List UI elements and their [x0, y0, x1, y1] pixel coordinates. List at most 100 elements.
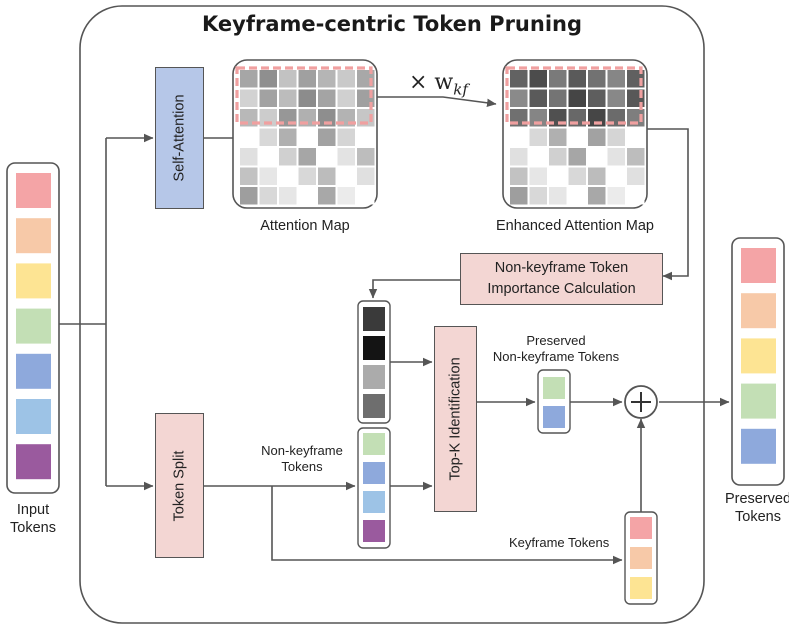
attention-map-cell — [318, 148, 336, 166]
enhanced-attention-map-cell — [549, 187, 567, 205]
non-keyframe-token-blue — [363, 462, 385, 484]
attention-map-cell — [259, 89, 277, 107]
enhanced-attention-map-cell — [627, 167, 645, 185]
enhanced-keyframe-rows-highlight — [505, 66, 643, 125]
attention-map-cell — [279, 89, 297, 107]
attention-map-cell — [298, 148, 316, 166]
attention-map-cell — [318, 70, 336, 88]
preserved-tokens-label: Preserved Tokens — [713, 490, 789, 526]
preserved-tokens-line2: Tokens — [735, 509, 781, 525]
enhanced-attention-map-cell — [529, 70, 547, 88]
attention-map-cell — [259, 128, 277, 146]
input-token-green — [16, 308, 51, 344]
attention-map-cell — [318, 187, 336, 205]
importance-score-2 — [363, 336, 385, 360]
importance-score-3 — [363, 365, 385, 389]
enhanced-attention-map-cell — [627, 128, 645, 146]
attention-map-cell — [298, 89, 316, 107]
importance-calculation-block: Non-keyframe Token Importance Calculatio… — [460, 253, 663, 305]
non-keyframe-token-green — [363, 433, 385, 455]
non-keyframe-tokens-line1: Non-keyframe — [261, 443, 343, 458]
attention-map-cell — [298, 187, 316, 205]
attention-map-cell — [259, 167, 277, 185]
keyframe-token-orange — [630, 547, 652, 569]
attention-map-cell — [298, 70, 316, 88]
enhanced-attention-map-cell — [529, 109, 547, 127]
non-keyframe-token-lightblue — [363, 491, 385, 513]
attention-map-cell — [357, 167, 375, 185]
attention-map-cell — [240, 187, 258, 205]
enhanced-attention-map-cell — [627, 187, 645, 205]
input-tokens-line1: Input — [16, 502, 50, 518]
enhanced-attention-map-cell — [568, 187, 586, 205]
attention-map-cell — [337, 187, 355, 205]
attention-map-cell — [240, 70, 258, 88]
weight-formula: × wkf — [409, 70, 468, 98]
enhanced-attention-map-cell — [549, 128, 567, 146]
arrow-split-to-keyframe — [271, 486, 623, 565]
enhanced-attention-map-cell — [549, 148, 567, 166]
preserved-token-yellow — [741, 338, 776, 374]
attention-map-cell — [259, 109, 277, 127]
plus-icon — [631, 392, 651, 412]
enhanced-attention-map-cell — [549, 167, 567, 185]
input-token-purple — [16, 444, 51, 480]
enhanced-attention-map-cell — [510, 89, 528, 107]
self-attention-block: Self-Attention — [155, 67, 204, 209]
attention-map-cell — [240, 89, 258, 107]
attention-map-cell — [337, 128, 355, 146]
enhanced-attention-map-cell — [607, 128, 625, 146]
enhanced-attention-map-cell — [529, 167, 547, 185]
attention-map-cell — [298, 128, 316, 146]
attention-map-cell — [259, 148, 277, 166]
preserved-non-keyframe-token-green — [543, 377, 565, 399]
top-k-label: Top-K Identification — [447, 357, 464, 481]
weight-formula-prefix: × w — [409, 70, 454, 95]
attention-map-cell — [279, 148, 297, 166]
attention-map-cell — [259, 187, 277, 205]
attention-map-cell — [337, 167, 355, 185]
preserved-token-green — [741, 383, 776, 419]
self-attention-label: Self-Attention — [171, 94, 188, 182]
enhanced-attention-map-cell — [568, 89, 586, 107]
keyframe-token-red — [630, 517, 652, 539]
enhanced-attention-map-cell — [588, 187, 606, 205]
enhanced-attention-map-cell — [529, 128, 547, 146]
attention-map-cell — [357, 187, 375, 205]
attention-map-cell — [318, 89, 336, 107]
attention-map-cell — [337, 148, 355, 166]
attention-map-cell — [337, 70, 355, 88]
token-split-block: Token Split — [155, 413, 204, 558]
attention-map-cell — [279, 167, 297, 185]
enhanced-attention-map-cell — [510, 128, 528, 146]
enhanced-attention-map-cell — [568, 167, 586, 185]
enhanced-attention-map-cell — [588, 89, 606, 107]
enhanced-attention-map-cell — [510, 187, 528, 205]
attention-map-cell — [318, 167, 336, 185]
attention-map-cell — [240, 148, 258, 166]
preserved-non-keyframe-line1: Preserved — [526, 333, 586, 348]
enhanced-attention-map-cell — [510, 167, 528, 185]
arrow-importance-to-scores — [368, 279, 460, 299]
input-tokens-label: Input Tokens — [0, 501, 66, 537]
attention-map-cell — [318, 128, 336, 146]
enhanced-attention-map-cell — [607, 70, 625, 88]
attention-map-cell — [337, 89, 355, 107]
enhanced-attention-map-cell — [588, 70, 606, 88]
attention-map-cell — [259, 70, 277, 88]
enhanced-attention-map-cell — [529, 89, 547, 107]
enhanced-attention-map-cell — [529, 187, 547, 205]
preserved-tokens-line1: Preserved — [724, 491, 789, 507]
enhanced-attention-map-cell — [607, 89, 625, 107]
input-token-lightblue — [16, 399, 51, 434]
enhanced-attention-map-cell — [607, 148, 625, 166]
enhanced-attention-map-cell — [588, 128, 606, 146]
preserved-token-red — [741, 248, 776, 283]
importance-line2: Importance Calculation — [487, 281, 636, 297]
keyframe-tokens-label: Keyframe Tokens — [509, 535, 610, 550]
weight-formula-subscript: kf — [453, 80, 468, 99]
attention-map-cell — [357, 148, 375, 166]
enhanced-attention-map-cell — [607, 187, 625, 205]
input-token-yellow — [16, 263, 51, 299]
